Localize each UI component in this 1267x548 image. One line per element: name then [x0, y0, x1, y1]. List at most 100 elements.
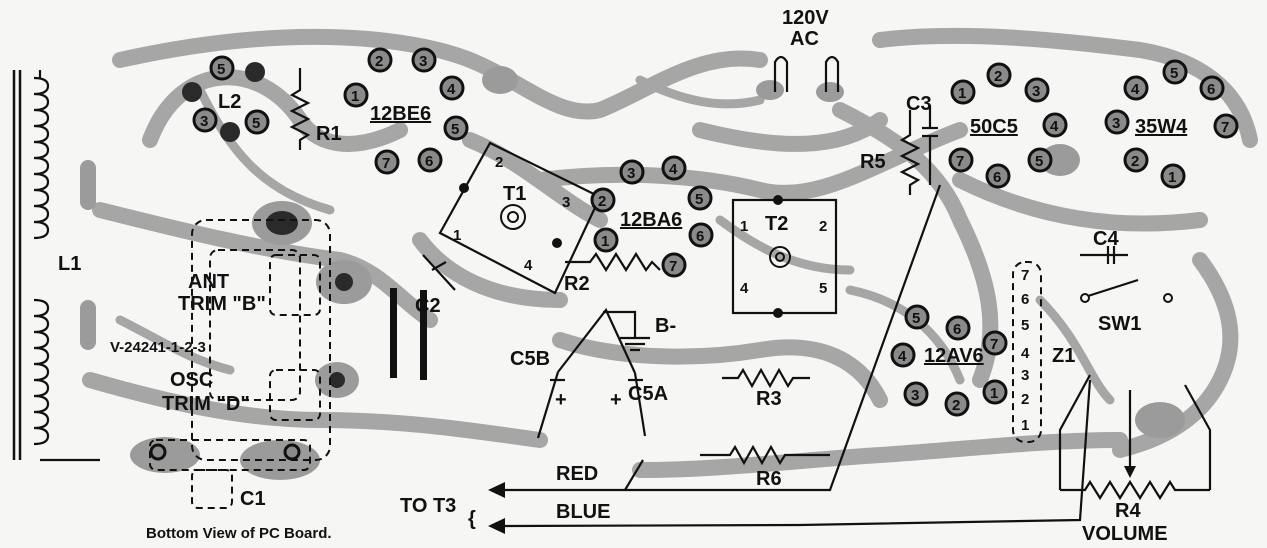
- svg-text:3: 3: [1032, 83, 1040, 100]
- resistor-r3: R3: [722, 367, 810, 410]
- transformer-t2: T2 1 2 4 5: [731, 195, 838, 318]
- tube-12ba6-label: 12BA6: [620, 209, 682, 231]
- tube-50c5-label: 50C5: [970, 116, 1018, 138]
- capacitor-c3: C3: [906, 93, 938, 185]
- ac-label-line1: 120V: [782, 7, 829, 29]
- tube-35w4-pins: 4 5 6 3 7 2 1 35W4: [1104, 59, 1239, 189]
- trimmer-labels: ANT TRIM "B" V-24241-1-2-3 OSC TRIM "D" …: [110, 271, 266, 510]
- svg-text:3: 3: [419, 53, 427, 70]
- svg-text:3: 3: [911, 387, 919, 404]
- t2-pin-4: 4: [740, 280, 749, 297]
- svg-text:5: 5: [217, 61, 225, 78]
- osc-trim-line1: OSC: [170, 369, 213, 391]
- svg-text:7: 7: [382, 155, 390, 172]
- antenna-coil-l1: L1: [12, 70, 100, 462]
- l2-label: L2: [218, 91, 241, 113]
- svg-text:1: 1: [990, 385, 998, 402]
- tube-12av6-label: 12AV6: [924, 345, 984, 367]
- tube-50c5-pins: 1 2 3 5 6 7 4 50C5: [948, 62, 1068, 189]
- to-t3-label: TO T3: [400, 495, 456, 517]
- c3-label: C3: [906, 93, 932, 115]
- svg-text:2: 2: [952, 397, 960, 414]
- svg-text:6: 6: [425, 153, 433, 170]
- switch-sw1: SW1: [1080, 278, 1173, 335]
- copper-traces: [82, 27, 1258, 478]
- svg-text:6: 6: [953, 321, 961, 338]
- transformer-t1: T1 2 3 1 4: [438, 141, 602, 295]
- ant-trim-line2: TRIM "B": [178, 293, 266, 315]
- tube-12av6-pins: 5 6 7 4 3 2 1 12AV6: [890, 304, 1008, 417]
- svg-text:7: 7: [1221, 119, 1229, 136]
- tube-12ba6-pins: 3 4 5 2 1 6 7 12BA6: [590, 155, 714, 278]
- osc-trim-line2: TRIM "D": [162, 393, 250, 415]
- svg-text:2: 2: [1131, 153, 1139, 170]
- svg-text:5: 5: [1170, 65, 1178, 82]
- resistor-r1: R1: [289, 68, 342, 150]
- r4-label: R4: [1115, 500, 1141, 522]
- b-minus-label: B-: [655, 315, 676, 337]
- svg-text:7: 7: [956, 153, 964, 170]
- svg-text:3: 3: [1112, 115, 1120, 132]
- svg-text:+: +: [555, 389, 567, 411]
- svg-text:7: 7: [990, 336, 998, 353]
- t1-pin-4: 4: [524, 257, 533, 274]
- svg-text:4: 4: [669, 161, 678, 178]
- capacitor-c4: C4: [1080, 228, 1128, 264]
- svg-text:4: 4: [1131, 81, 1140, 98]
- z1-pin-2: 2: [1021, 391, 1029, 408]
- c2-label: C2: [415, 295, 441, 317]
- svg-text:4: 4: [1050, 118, 1059, 135]
- blue-lead-label: BLUE: [556, 501, 610, 523]
- coil-l2-pins: 5 3 L2: [182, 62, 270, 142]
- svg-text:5: 5: [252, 115, 260, 132]
- svg-text:2: 2: [994, 68, 1002, 85]
- z1-pin-5: 5: [1021, 317, 1029, 334]
- z1-pin-1: 1: [1021, 417, 1029, 434]
- ant-trim-line1: ANT: [188, 271, 229, 293]
- lead-labels: TO T3 { RED BLUE: [400, 463, 610, 530]
- l1-label: L1: [58, 253, 81, 275]
- ac-plug: 120V AC: [773, 7, 840, 92]
- svg-text:2: 2: [375, 53, 383, 70]
- c5b-label: C5B: [510, 348, 550, 370]
- svg-text:5: 5: [1035, 153, 1043, 170]
- svg-text:{: {: [468, 508, 476, 530]
- svg-text:4: 4: [898, 348, 907, 365]
- volume-label: VOLUME: [1082, 523, 1168, 545]
- c1-label: C1: [240, 488, 266, 510]
- svg-text:1: 1: [601, 233, 609, 250]
- tube-12be6-pins: 5 4 5 3 2 1 7 6 12BE6: [209, 47, 469, 175]
- svg-text:4: 4: [447, 81, 456, 98]
- t1-pin-2: 2: [495, 154, 503, 171]
- trimmer-part-number: V-24241-1-2-3: [110, 339, 206, 356]
- capacitor-c5: + + C5B C5A: [510, 307, 668, 439]
- z1-label: Z1: [1052, 345, 1075, 367]
- svg-text:6: 6: [696, 228, 704, 245]
- t1-pin-3: 3: [562, 194, 570, 211]
- svg-text:3: 3: [627, 165, 635, 182]
- svg-text:+: +: [610, 389, 622, 411]
- r1-label: R1: [316, 123, 342, 145]
- jumper-bar-left: [390, 288, 397, 378]
- svg-text:1: 1: [351, 88, 359, 105]
- svg-text:1: 1: [1168, 169, 1176, 186]
- capacitor-c2: C2: [415, 254, 456, 317]
- red-lead-label: RED: [556, 463, 598, 485]
- t2-label: T2: [765, 213, 788, 235]
- resistor-r6: R6: [700, 444, 830, 490]
- t2-pin-2: 2: [819, 218, 827, 235]
- z1-pin-3: 3: [1021, 367, 1029, 384]
- t3-leads: [488, 184, 1092, 534]
- volume-pot-r4: R4 VOLUME: [1058, 374, 1212, 545]
- r2-label: R2: [564, 273, 590, 295]
- svg-text:5: 5: [912, 310, 920, 327]
- svg-text:2: 2: [598, 193, 606, 210]
- resistor-r5: R5: [860, 110, 921, 195]
- r3-label: R3: [756, 388, 782, 410]
- z1-pin-6: 6: [1021, 291, 1029, 308]
- t1-label: T1: [503, 183, 526, 205]
- svg-text:5: 5: [451, 121, 459, 138]
- t1-pin-1: 1: [453, 227, 461, 244]
- svg-text:5: 5: [695, 191, 703, 208]
